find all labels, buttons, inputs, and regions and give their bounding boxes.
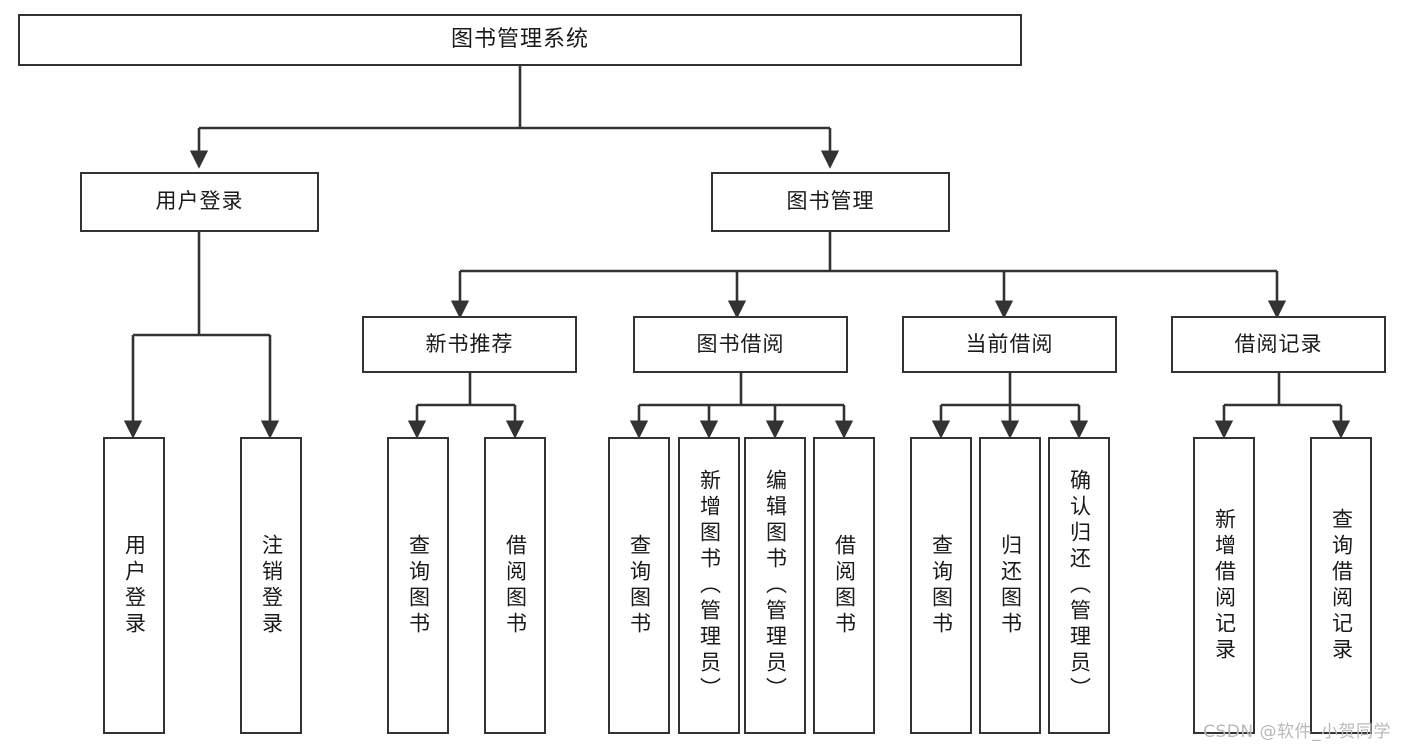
node-user-login[interactable]: 用户登录 [80,172,319,232]
leaf-logout[interactable]: 注销登录 [240,437,302,734]
node-root-system[interactable]: 图书管理系统 [18,14,1022,66]
leaf-add-borrow-record[interactable]: 新增借阅记录 [1193,437,1255,734]
leaf-query-book-borrow[interactable]: 查询图书 [608,437,670,734]
leaf-borrow-book-new[interactable]: 借阅图书 [484,437,546,734]
node-book-borrow[interactable]: 图书借阅 [633,316,848,373]
leaf-query-book-new[interactable]: 查询图书 [387,437,449,734]
node-current-borrow[interactable]: 当前借阅 [902,316,1117,373]
csdn-watermark: CSDN @软件_小贺同学 [1203,722,1391,742]
node-borrow-records[interactable]: 借阅记录 [1171,316,1386,373]
leaf-edit-book-admin[interactable]: 编辑图书（管理员） [744,437,806,734]
leaf-return-book[interactable]: 归还图书 [979,437,1041,734]
node-new-book-recommend[interactable]: 新书推荐 [362,316,577,373]
leaf-borrow-book[interactable]: 借阅图书 [813,437,875,734]
leaf-add-book-admin[interactable]: 新增图书（管理员） [678,437,740,734]
leaf-user-login[interactable]: 用户登录 [103,437,165,734]
leaf-query-book-current[interactable]: 查询图书 [910,437,972,734]
node-book-management[interactable]: 图书管理 [711,172,950,232]
leaf-query-borrow-record[interactable]: 查询借阅记录 [1310,437,1372,734]
leaf-confirm-return-admin[interactable]: 确认归还（管理员） [1048,437,1110,734]
